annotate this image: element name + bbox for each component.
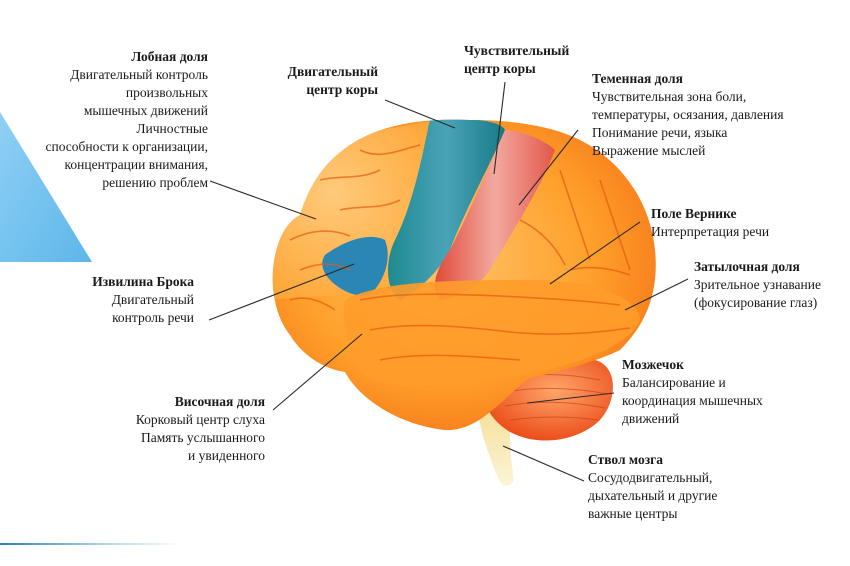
label-text: Балансирование и	[622, 375, 726, 390]
label-text: способности к организации,	[45, 139, 208, 154]
label-text: произвольных	[125, 85, 208, 100]
label-title: Лобная доля	[131, 49, 208, 64]
label-text: Корковый центр слуха	[135, 412, 265, 427]
label-text: координация мышечных	[622, 393, 763, 408]
label-wernicke-area: Поле Вернике Интерпретация речи	[651, 205, 769, 241]
label-text: Интерпретация речи	[651, 224, 770, 239]
label-text: Двигательный	[111, 292, 194, 307]
label-title: Мозжечок	[622, 357, 684, 372]
label-occipital-lobe: Затылочная доля Зрительное узнавание (фо…	[694, 258, 821, 312]
label-title: Двигательный	[287, 64, 378, 79]
label-text: Двигательный контроль	[70, 67, 208, 82]
label-text: Понимание речи, языка	[592, 125, 728, 140]
label-cerebellum: Мозжечок Балансирование и координация мы…	[622, 356, 763, 428]
label-text: контроль речи	[112, 310, 194, 325]
label-brainstem: Ствол мозга Сосудодвигательный, дыхатель…	[588, 451, 717, 523]
label-text: и увиденного	[188, 448, 265, 463]
label-text: дыхательный и другие	[588, 488, 718, 503]
label-parietal-lobe: Теменная доля Чувствительная зона боли, …	[592, 70, 784, 160]
label-broca-area: Извилина Брока Двигательный контроль реч…	[92, 273, 194, 327]
label-text: решению проблем	[102, 175, 208, 190]
label-title: Ствол мозга	[588, 452, 663, 467]
label-text: Чувствительная зона боли,	[592, 89, 747, 104]
label-text: Личностные	[136, 121, 208, 136]
label-title: Извилина Брока	[92, 274, 194, 289]
label-text: движений	[622, 411, 680, 426]
label-title: Височная доля	[174, 394, 265, 409]
label-title: центр коры	[464, 61, 536, 76]
label-title: Поле Вернике	[651, 206, 737, 221]
label-sensory-cortex: Чувствительный центр коры	[464, 42, 569, 78]
label-title: Теменная доля	[592, 71, 683, 86]
label-text: концентрации внимания,	[64, 157, 208, 172]
label-text: температуры, осязания, давления	[592, 107, 784, 122]
label-text: Память услышанного	[140, 430, 265, 445]
label-text: Сосудодвигательный,	[588, 470, 713, 485]
label-title: центр коры	[306, 82, 378, 97]
label-title: Чувствительный	[464, 43, 570, 58]
decorative-bottom-rule	[0, 543, 180, 545]
label-text: (фокусирование глаз)	[694, 295, 818, 310]
leader-lines	[208, 81, 689, 482]
label-title: Затылочная доля	[694, 259, 800, 274]
label-text: важные центры	[588, 506, 678, 521]
label-text: Выражение мыслей	[592, 143, 706, 158]
label-temporal-lobe: Височная доля Корковый центр слуха Памят…	[136, 393, 265, 465]
label-motor-cortex: Двигательный центр коры	[288, 63, 378, 99]
label-text: Зрительное узнавание	[694, 277, 821, 292]
label-text: мышечных движений	[83, 103, 208, 118]
label-frontal-lobe: Лобная доля Двигательный контроль произв…	[45, 48, 208, 192]
